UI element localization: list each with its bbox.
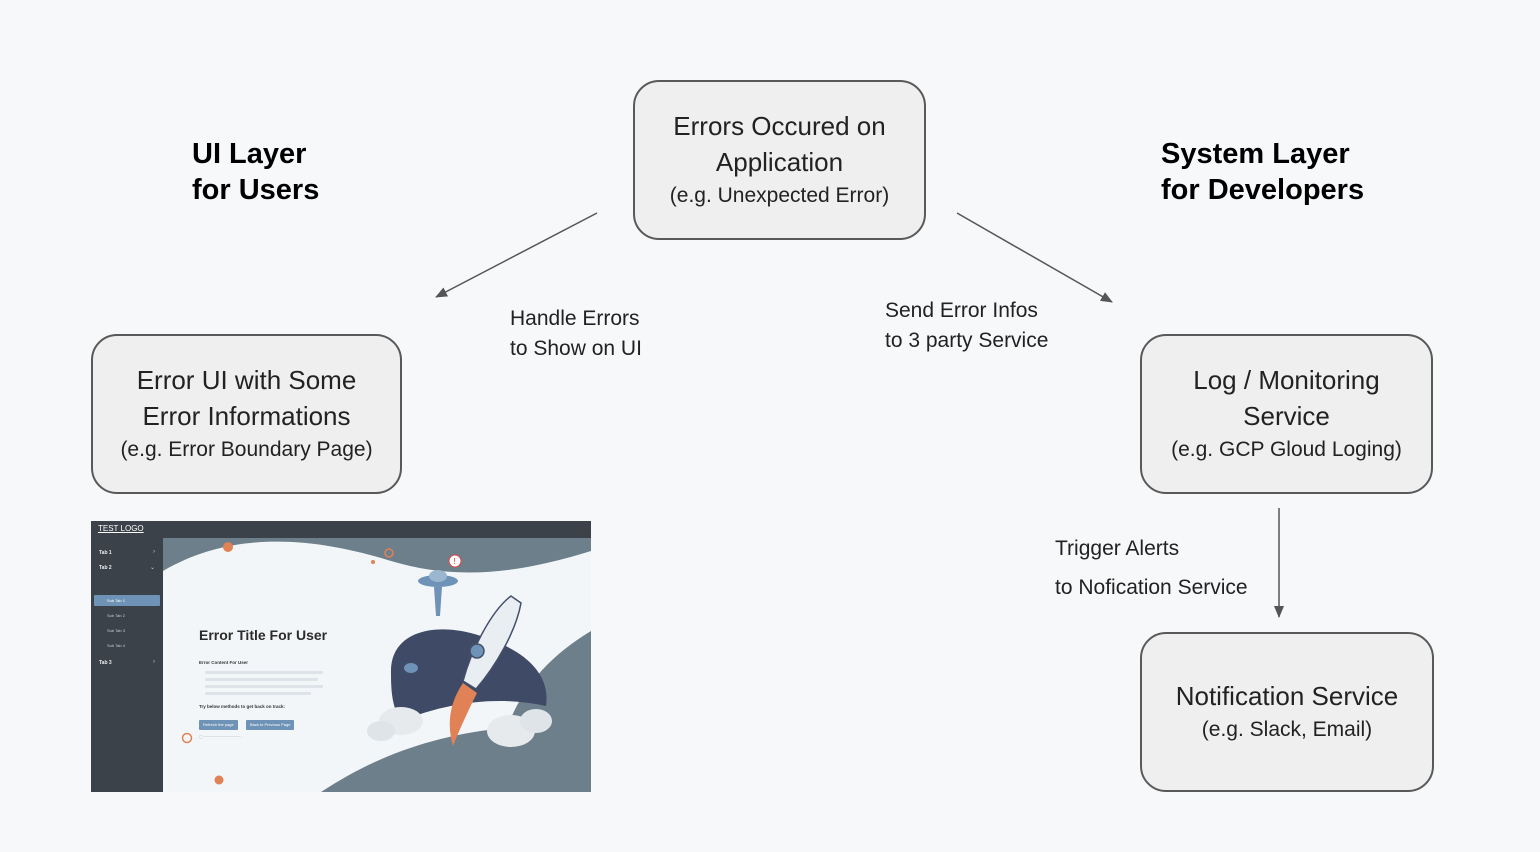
ui-layer-heading-line1: UI Layer xyxy=(192,138,307,170)
screenshot-cloud-left-2 xyxy=(367,721,395,741)
screenshot-dot-2 xyxy=(384,548,394,558)
trigger-alerts-line2: to Nofication Service xyxy=(1055,576,1248,599)
error-ui-node: Error UI with Some Error Informations (e… xyxy=(91,334,402,494)
screenshot-rocket xyxy=(462,595,522,690)
screenshot-content-lines xyxy=(205,671,323,699)
screenshot-sidebar-item: Tab 1 xyxy=(99,550,112,556)
screenshot-ufo-dome xyxy=(429,570,447,582)
errors-occured-line1: Errors Occured on xyxy=(673,111,886,141)
log-monitoring-line1: Log / Monitoring xyxy=(1193,365,1380,395)
notification-sub: (e.g. Slack, Email) xyxy=(1201,718,1373,741)
screenshot-topbar: TEST LOGO xyxy=(91,521,591,538)
screenshot-sidebar-sub-item: Sub Tab 4 xyxy=(107,643,125,648)
screenshot-illustration: ! xyxy=(163,541,591,792)
screenshot-dot-5 xyxy=(214,775,224,785)
arrow-to-error-ui xyxy=(435,212,598,298)
screenshot-dot-3 xyxy=(371,560,375,564)
error-ui-line1: Error UI with Some xyxy=(136,365,357,395)
trigger-alerts-line1: Trigger Alerts xyxy=(1055,537,1180,560)
chevron-right-icon: › xyxy=(153,549,155,555)
send-error-infos-line2: to 3 party Service xyxy=(885,329,1049,352)
system-layer-heading-line1: System Layer xyxy=(1161,138,1350,170)
screenshot-rocket-flame xyxy=(449,683,477,746)
screenshot-cloud-right-2 xyxy=(520,709,552,733)
chevron-down-icon: ⌄ xyxy=(149,565,155,571)
log-monitoring-line2: Service xyxy=(1243,401,1330,431)
screenshot-refresh-button: Refresh the page xyxy=(199,720,238,730)
system-layer-heading: System Layer for Developers xyxy=(1161,136,1364,208)
screenshot-sidebar-item: Tab 3 xyxy=(99,660,112,666)
trigger-alerts-label: Trigger Alerts to Nofication Service xyxy=(1055,529,1248,607)
handle-errors-line2: to Show on UI xyxy=(510,337,642,360)
screenshot-footer-note: ▢ ───────────── xyxy=(199,734,241,739)
screenshot-back-button: Back to Previous Page xyxy=(246,720,295,730)
screenshot-sidebar: Tab 1 › Tab 2 ⌄ Sub Tab 1 Sub Tab 2 Sub … xyxy=(91,538,163,792)
log-monitoring-node: Log / Monitoring Service (e.g. GCP Gloud… xyxy=(1140,334,1433,494)
log-monitoring-sub: (e.g. GCP Gloud Loging) xyxy=(1171,438,1402,461)
screenshot-try-text: Try below methods to get back on track: xyxy=(199,704,286,709)
screenshot-ufo-beam xyxy=(434,587,442,616)
ui-layer-heading-line2: for Users xyxy=(192,174,320,206)
screenshot-sidebar-sub-item: Sub Tab 2 xyxy=(107,613,125,618)
handle-errors-label: Handle Errors to Show on UI xyxy=(510,304,642,364)
screenshot-sidebar-item: Tab 2 xyxy=(99,565,112,571)
screenshot-sidebar-active xyxy=(94,595,160,606)
arrow-to-log-monitoring xyxy=(956,212,1113,303)
screenshot-sidebar-sub-item: Sub Tab 3 xyxy=(107,628,125,633)
handle-errors-line1: Handle Errors xyxy=(510,307,640,330)
ui-layer-heading: UI Layer for Users xyxy=(192,136,319,208)
error-ui-sub: (e.g. Error Boundary Page) xyxy=(120,438,373,461)
screenshot-error-title: Error Title For User xyxy=(199,627,328,643)
errors-occured-sub: (e.g. Unexpected Error) xyxy=(669,184,890,207)
chevron-right-icon: › xyxy=(153,659,155,665)
screenshot-alert-mark: ! xyxy=(453,557,456,566)
notification-line1: Notification Service xyxy=(1175,681,1399,711)
screenshot-alert-bubble xyxy=(448,554,462,568)
system-layer-heading-line2: for Developers xyxy=(1161,174,1365,206)
screenshot-dot-4 xyxy=(181,732,193,744)
error-boundary-screenshot: ! TEST LOGO Tab 1 › Tab 2 ⌄ Sub Tab 1 Su… xyxy=(91,521,591,792)
screenshot-dot-1 xyxy=(223,542,233,552)
screenshot-rocket-window xyxy=(469,643,485,659)
screenshot-logo: TEST LOGO xyxy=(98,524,144,533)
errors-occured-line2: Application xyxy=(715,147,844,177)
send-error-infos-label: Send Error Infos to 3 party Service xyxy=(885,296,1048,356)
errors-occured-node: Errors Occured on Application (e.g. Unex… xyxy=(633,80,926,240)
error-ui-line2: Error Informations xyxy=(142,401,351,431)
notification-node: Notification Service (e.g. Slack, Email) xyxy=(1140,632,1434,792)
screenshot-content-heading: Error Content For User xyxy=(199,660,249,665)
send-error-infos-line1: Send Error Infos xyxy=(885,299,1038,322)
screenshot-planet xyxy=(404,663,418,673)
screenshot-sidebar-sub-item: Sub Tab 1 xyxy=(107,598,125,603)
